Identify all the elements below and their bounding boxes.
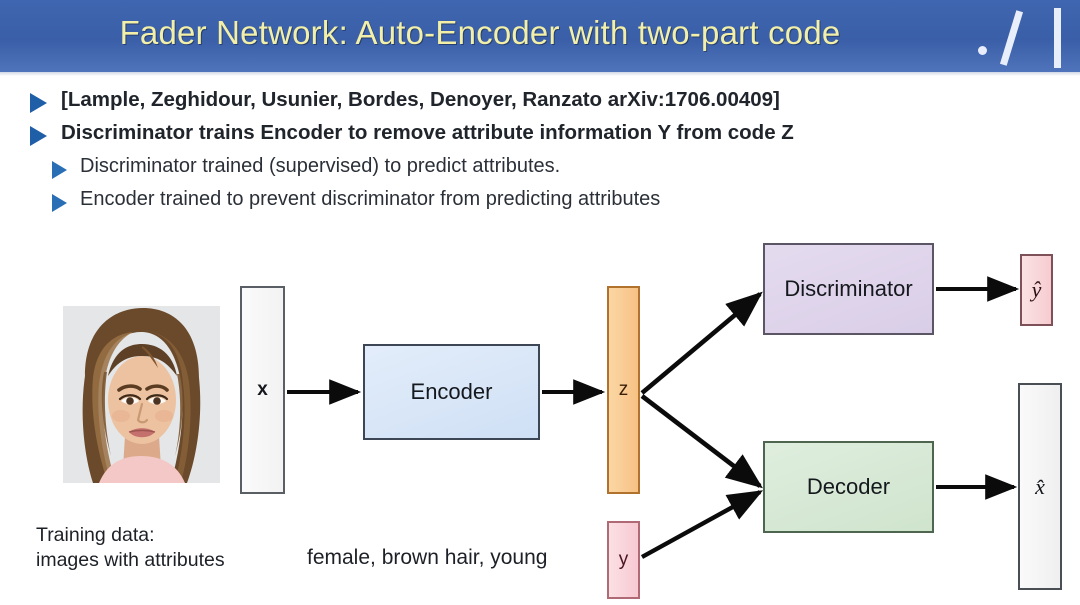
node-encoder-label: Encoder bbox=[410, 379, 493, 404]
node-decoder[interactable]: Decoder bbox=[763, 441, 934, 533]
edge-z-decoder bbox=[640, 394, 763, 489]
edge-z-discriminator bbox=[640, 291, 763, 395]
node-decoder-label: Decoder bbox=[806, 474, 891, 499]
bullet-text: Discriminator trained (supervised) to pr… bbox=[80, 155, 561, 177]
node-z-label: z bbox=[618, 379, 629, 400]
slide-header: Fader Network: Auto-Encoder with two-par… bbox=[0, 0, 1080, 72]
face-photo-graphic bbox=[63, 306, 220, 483]
node-y: y bbox=[607, 521, 640, 599]
edge-y-decoder bbox=[640, 490, 764, 559]
node-x-hat: x̂ bbox=[1018, 383, 1062, 590]
bullet-text: [Lample, Zeghidour, Usunier, Bordes, Den… bbox=[61, 88, 780, 111]
bullet-text: Discriminator trains Encoder to remove a… bbox=[61, 121, 794, 144]
node-encoder[interactable]: Encoder bbox=[363, 344, 540, 440]
header-divider bbox=[0, 72, 1080, 76]
brand-logo bbox=[942, 0, 1072, 72]
node-discriminator[interactable]: Discriminator bbox=[763, 243, 934, 335]
triangle-bullet-icon bbox=[30, 126, 47, 146]
node-z: z bbox=[607, 286, 640, 494]
bar-icon bbox=[1054, 8, 1061, 68]
bullet-item: [Lample, Zeghidour, Usunier, Bordes, Den… bbox=[0, 88, 1080, 113]
caption-training-data: Training data: images with attributes bbox=[36, 524, 225, 571]
node-x: x bbox=[240, 286, 285, 494]
triangle-bullet-icon bbox=[30, 93, 47, 113]
node-y-label: y bbox=[618, 549, 629, 570]
page-title: Fader Network: Auto-Encoder with two-par… bbox=[119, 14, 841, 51]
face-photo bbox=[63, 306, 220, 483]
node-x-label: x bbox=[257, 379, 268, 400]
bullet-item: Discriminator trains Encoder to remove a… bbox=[0, 121, 1080, 146]
sub-bullet-item: Discriminator trained (supervised) to pr… bbox=[0, 155, 1080, 179]
caption-attributes: female, brown hair, young bbox=[307, 546, 548, 569]
node-y-hat-label: ŷ bbox=[1031, 277, 1042, 302]
bullet-list: [Lample, Zeghidour, Usunier, Bordes, Den… bbox=[0, 80, 1080, 212]
sub-bullet-item: Encoder trained to prevent discriminator… bbox=[0, 188, 1080, 212]
dot-icon bbox=[978, 46, 987, 55]
triangle-bullet-icon bbox=[52, 194, 67, 212]
bullet-text: Encoder trained to prevent discriminator… bbox=[80, 188, 661, 210]
node-x-hat-label: x̂ bbox=[1035, 473, 1045, 499]
node-y-hat: ŷ bbox=[1020, 254, 1053, 326]
triangle-bullet-icon bbox=[52, 161, 67, 179]
node-discriminator-label: Discriminator bbox=[784, 276, 913, 301]
